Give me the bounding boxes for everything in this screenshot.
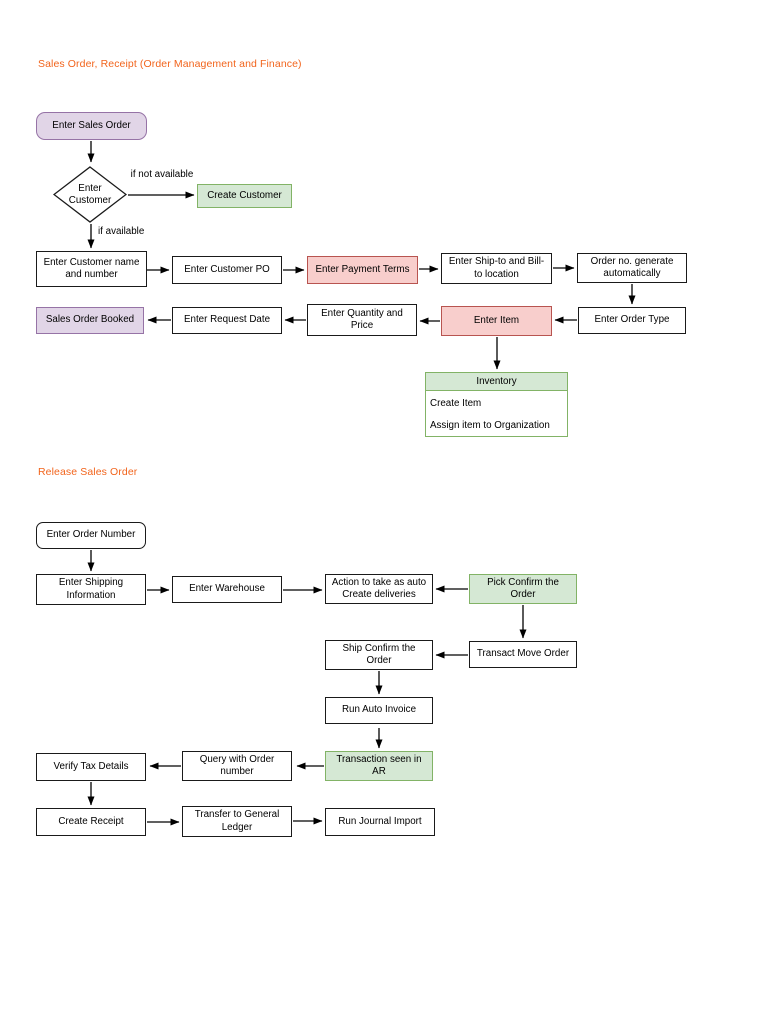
node-enter-payment-terms: Enter Payment Terms <box>307 256 418 284</box>
node-enter-quantity-price: Enter Quantity and Price <box>307 304 417 336</box>
node-enter-ship-to: Enter Ship-to and Bill- to location <box>441 253 552 284</box>
node-enter-customer-po: Enter Customer PO <box>172 256 282 284</box>
node-query-order-number: Query with Order number <box>182 751 292 781</box>
node-enter-sales-order: Enter Sales Order <box>36 112 147 140</box>
node-enter-order-type: Enter Order Type <box>578 307 686 334</box>
inventory-item-create-item: Create Item <box>430 397 482 409</box>
node-enter-request-date: Enter Request Date <box>172 307 282 334</box>
node-run-auto-invoice: Run Auto Invoice <box>325 697 433 724</box>
node-create-receipt: Create Receipt <box>36 808 146 836</box>
node-enter-item: Enter Item <box>441 306 552 336</box>
node-transact-move-order: Transact Move Order <box>469 641 577 668</box>
node-run-journal-import: Run Journal Import <box>325 808 435 836</box>
node-enter-shipping: Enter Shipping Information <box>36 574 146 605</box>
decision-label: Enter Customer <box>68 182 112 206</box>
node-sales-order-booked: Sales Order Booked <box>36 307 144 334</box>
node-transaction-ar: Transaction seen in AR <box>325 751 433 781</box>
edge-label-if-not-available: if not available <box>130 169 194 180</box>
inventory-item-assign-item: Assign item to Organization <box>430 420 550 431</box>
inventory-header: Inventory <box>426 373 567 391</box>
node-enter-customer-name: Enter Customer name and number <box>36 251 147 287</box>
node-create-customer: Create Customer <box>197 184 292 208</box>
edge-label-if-available: if available <box>98 226 145 237</box>
node-inventory-table: Inventory Create Item Assign item to Org… <box>425 372 568 437</box>
node-order-no-generate: Order no. generate automatically <box>577 253 687 283</box>
section1-heading: Sales Order, Receipt (Order Management a… <box>38 58 302 70</box>
node-verify-tax: Verify Tax Details <box>36 753 146 781</box>
node-transfer-gl: Transfer to General Ledger <box>182 806 292 837</box>
node-pick-confirm: Pick Confirm the Order <box>469 574 577 604</box>
node-enter-customer-decision: Enter Customer <box>53 166 127 223</box>
node-enter-order-number: Enter Order Number <box>36 522 146 549</box>
node-enter-warehouse: Enter Warehouse <box>172 576 282 603</box>
diamond-shape <box>53 166 127 223</box>
node-action-auto-deliveries: Action to take as auto Create deliveries <box>325 574 433 604</box>
section2-heading: Release Sales Order <box>38 466 138 478</box>
node-ship-confirm: Ship Confirm the Order <box>325 640 433 670</box>
